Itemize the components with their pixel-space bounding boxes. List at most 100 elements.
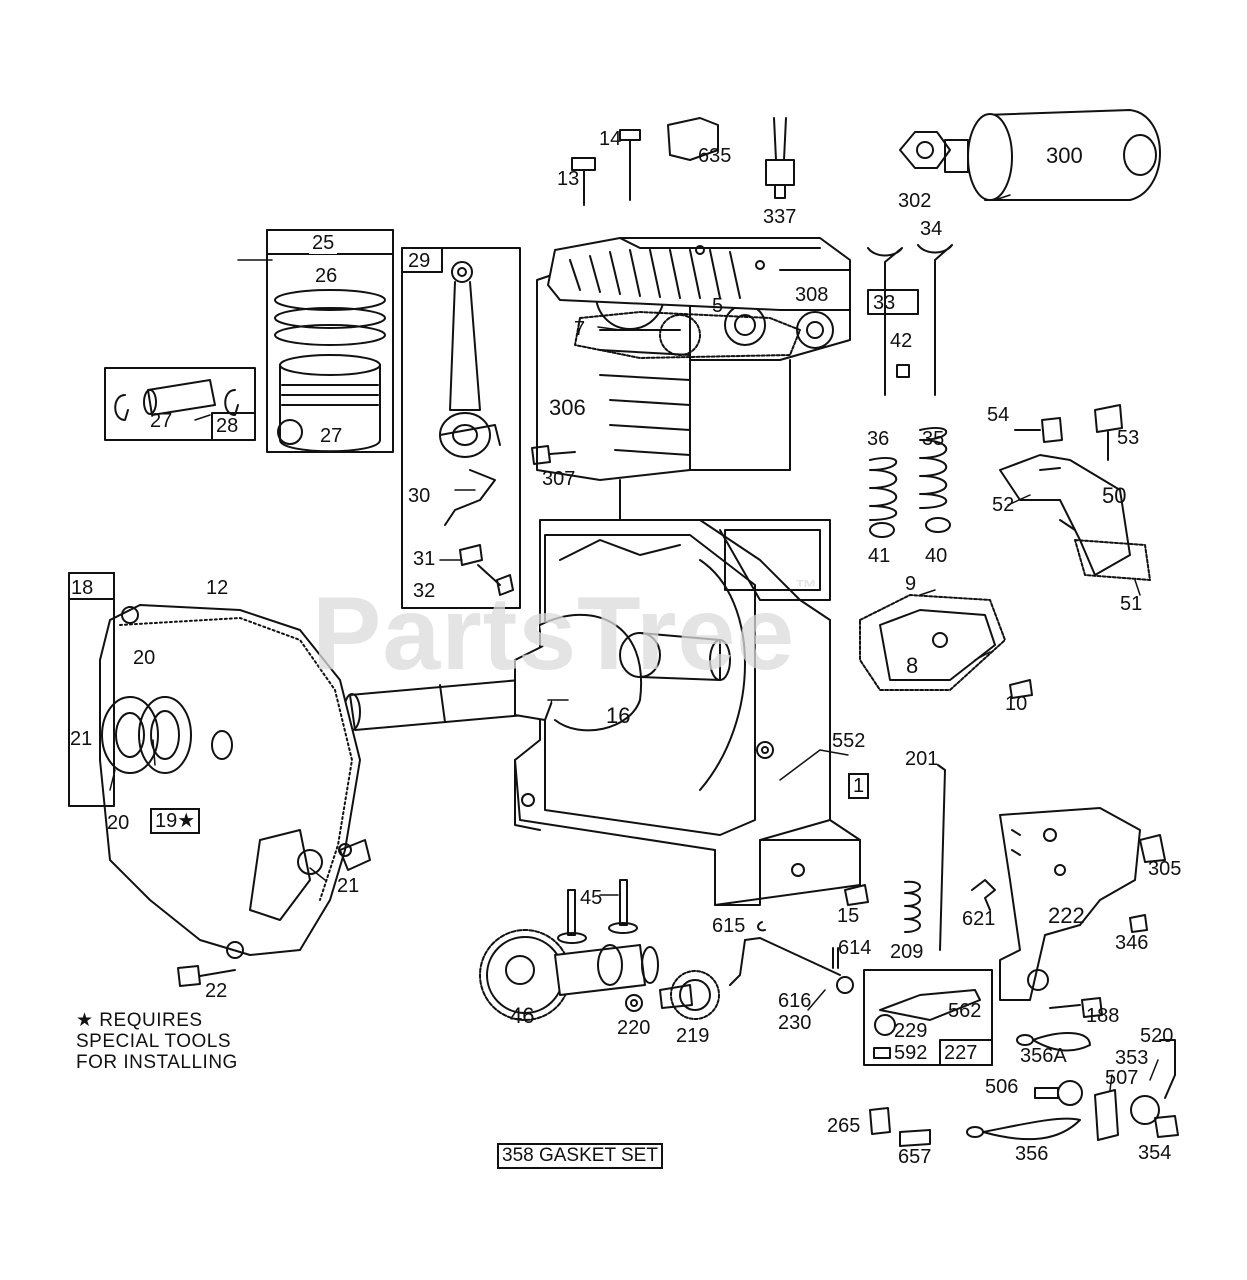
part-label-32[interactable]: 32 (413, 580, 436, 602)
piston-assembly (274, 289, 386, 453)
part-label-21-left[interactable]: 21 (70, 728, 93, 750)
part-label-615[interactable]: 615 (712, 915, 746, 937)
misc-bolts (177, 445, 1103, 1018)
part-label-188[interactable]: 188 (1086, 1005, 1120, 1027)
part-label-265[interactable]: 265 (827, 1115, 861, 1137)
part-label-7[interactable]: 7 (574, 318, 586, 340)
part-label-31[interactable]: 31 (413, 548, 436, 570)
part-label-621[interactable]: 621 (962, 908, 996, 930)
part-label-26[interactable]: 26 (315, 265, 338, 287)
part-label-353[interactable]: 353 (1115, 1047, 1149, 1069)
part-label-308[interactable]: 308 (795, 284, 829, 306)
part-label-9[interactable]: 9 (905, 573, 917, 595)
part-label-230[interactable]: 230 (778, 1012, 812, 1034)
part-label-41[interactable]: 41 (868, 545, 891, 567)
governor-gear (625, 970, 720, 1020)
spark-plug (765, 117, 795, 199)
head-gasket (574, 311, 801, 359)
part-label-34[interactable]: 34 (920, 218, 943, 240)
part-label-635[interactable]: 635 (698, 145, 732, 167)
part-label-45[interactable]: 45 (580, 887, 603, 909)
part-label-5[interactable]: 5 (712, 295, 724, 317)
part-label-552[interactable]: 552 (832, 730, 866, 752)
head-bolts (571, 129, 641, 206)
part-label-51[interactable]: 51 (1120, 593, 1143, 615)
part-label-20-upper[interactable]: 20 (133, 647, 156, 669)
part-label-19[interactable]: 19★ (150, 808, 201, 834)
part-label-18[interactable]: 18 (71, 577, 94, 599)
part-label-42[interactable]: 42 (890, 330, 913, 352)
part-label-22[interactable]: 22 (205, 980, 228, 1002)
part-label-21-right[interactable]: 21 (337, 875, 360, 897)
part-label-300[interactable]: 300 (1046, 143, 1083, 168)
camshaft-gear (479, 929, 659, 1021)
part-label-220[interactable]: 220 (617, 1017, 651, 1039)
part-label-337[interactable]: 337 (763, 206, 797, 228)
part-label-306[interactable]: 306 (549, 395, 586, 420)
part-label-356[interactable]: 356 (1015, 1143, 1049, 1165)
part-label-354[interactable]: 354 (1138, 1142, 1172, 1164)
part-label-222[interactable]: 222 (1048, 903, 1085, 928)
part-label-507[interactable]: 507 (1105, 1067, 1139, 1089)
valves (867, 244, 953, 396)
part-label-35[interactable]: 35 (922, 428, 945, 450)
part-label-50[interactable]: 50 (1102, 483, 1127, 508)
part-label-201[interactable]: 201 (905, 748, 939, 770)
group-boxes (68, 229, 993, 1066)
special-tools-note: ★ REQUIRES SPECIAL TOOLS FOR INSTALLING (76, 1010, 238, 1073)
part-label-520[interactable]: 520 (1140, 1025, 1174, 1047)
part-label-1[interactable]: 1 (848, 773, 870, 799)
part-label-592[interactable]: 592 (894, 1042, 928, 1064)
part-label-16[interactable]: 16 (606, 703, 631, 728)
control-bracket (999, 807, 1166, 1001)
part-label-8[interactable]: 8 (906, 653, 919, 678)
part-label-346[interactable]: 346 (1115, 932, 1149, 954)
breather (859, 594, 1033, 699)
part-label-46[interactable]: 46 (510, 1003, 535, 1028)
part-label-33[interactable]: 33 (873, 292, 896, 314)
part-label-307[interactable]: 307 (542, 468, 576, 490)
part-label-13[interactable]: 13 (557, 168, 580, 190)
part-label-20-lower[interactable]: 20 (107, 812, 130, 834)
part-label-53[interactable]: 53 (1117, 427, 1140, 449)
part-label-15[interactable]: 15 (837, 905, 860, 927)
part-label-657[interactable]: 657 (898, 1146, 932, 1168)
connecting-rod (439, 261, 514, 596)
sump-cover (99, 604, 371, 959)
part-label-356A[interactable]: 356A (1020, 1045, 1067, 1067)
part-label-305[interactable]: 305 (1148, 858, 1182, 880)
part-label-27-piston[interactable]: 27 (320, 425, 343, 447)
part-label-219[interactable]: 219 (676, 1025, 710, 1047)
part-label-40[interactable]: 40 (925, 545, 948, 567)
gasket-set-label[interactable]: 358 GASKET SET (497, 1143, 663, 1169)
part-label-27-pin[interactable]: 27 (150, 410, 173, 432)
part-label-25[interactable]: 25 (309, 232, 338, 254)
part-label-227[interactable]: 227 (944, 1042, 978, 1064)
part-label-614[interactable]: 614 (838, 937, 872, 959)
note-line-3: FOR INSTALLING (76, 1052, 238, 1073)
governor-link (904, 764, 996, 951)
part-label-52[interactable]: 52 (992, 494, 1015, 516)
governor-shaft (729, 921, 854, 994)
part-label-28[interactable]: 28 (216, 415, 239, 437)
crankshaft (343, 613, 731, 732)
part-label-30[interactable]: 30 (408, 485, 431, 507)
cylinder (536, 260, 851, 601)
part-label-54[interactable]: 54 (987, 404, 1010, 426)
note-line-2: SPECIAL TOOLS (76, 1031, 232, 1052)
part-label-506[interactable]: 506 (985, 1076, 1019, 1098)
tappets (557, 879, 638, 944)
part-label-302[interactable]: 302 (898, 190, 932, 212)
part-label-10[interactable]: 10 (1005, 693, 1028, 715)
part-label-562[interactable]: 562 (948, 1000, 982, 1022)
muffler (899, 109, 1161, 201)
part-label-29[interactable]: 29 (408, 250, 431, 272)
part-label-229[interactable]: 229 (894, 1020, 928, 1042)
part-label-209[interactable]: 209 (890, 941, 924, 963)
part-label-36[interactable]: 36 (867, 428, 890, 450)
part-label-14[interactable]: 14 (599, 128, 622, 150)
part-label-616[interactable]: 616 (778, 990, 812, 1012)
part-label-12[interactable]: 12 (206, 577, 229, 599)
